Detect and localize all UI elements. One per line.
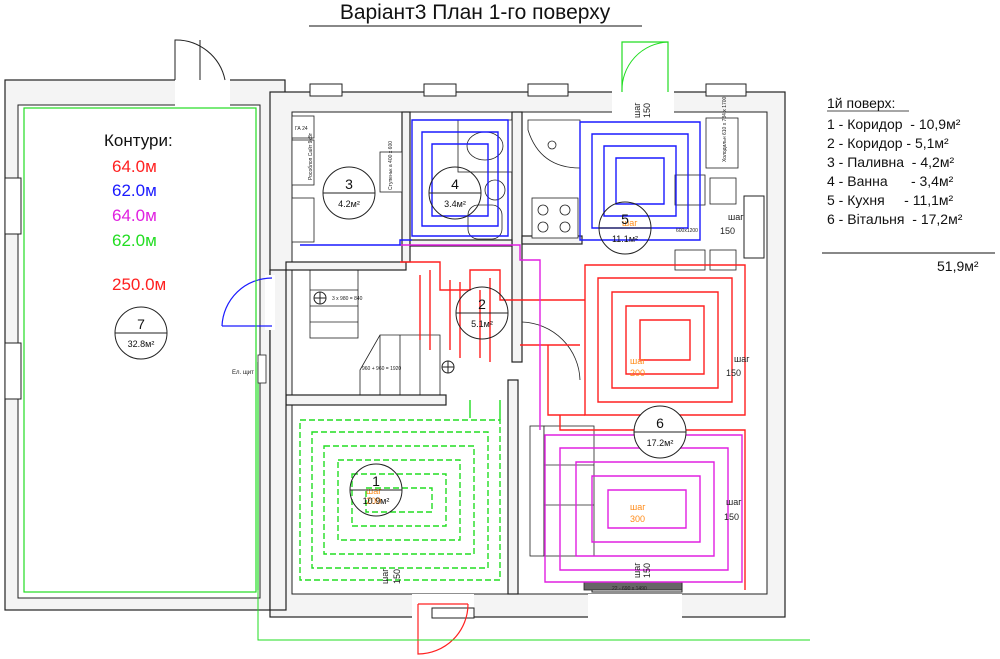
- step-label: шаг: [632, 562, 642, 578]
- green-heating-loop: [299, 400, 501, 581]
- summary-row: 3 - Паливна - 4,2м²: [827, 154, 954, 170]
- step-value: 200: [630, 368, 645, 378]
- step-value: 150: [720, 226, 735, 236]
- step-label: шаг: [630, 502, 646, 512]
- contour-green-value: 62.0м: [112, 231, 157, 250]
- bath-dims-label: 600x1200: [676, 228, 698, 234]
- room-area: 5.1м²: [471, 319, 493, 329]
- room-number: 3: [345, 176, 353, 192]
- step-label: шаг: [380, 568, 390, 584]
- contour-blue-value: 62.0м: [112, 181, 157, 200]
- summary-row: 6 - Вітальня - 17,2м²: [827, 211, 963, 227]
- contour-red-value: 64.0м: [112, 157, 157, 176]
- contour-total: 250.0м: [112, 275, 166, 294]
- room-area: 3.4м²: [444, 199, 466, 209]
- step-value: 150: [642, 103, 652, 118]
- room-marker-1: 1 10.9м²: [349, 463, 403, 517]
- step-label: шаг: [728, 212, 744, 222]
- contours-legend: Контури: 64.0м 62.0м 64.0м 62.0м 250.0м: [104, 131, 173, 294]
- plan-title: Варіант3 План 1-го поверху: [340, 1, 611, 24]
- summary-total: 51,9м²: [937, 258, 979, 274]
- step-value: 150: [726, 368, 741, 378]
- stair-dims-label: 3 x 980 = 840: [332, 296, 363, 302]
- summary-row: 4 - Ванна - 3,4м²: [827, 173, 954, 189]
- fridge-label: Холодильн 610 x 734 x 1700: [722, 96, 728, 162]
- step-labels: шаг 150 шаг 150 шаг 200 шаг 150 шаг 300 …: [366, 102, 750, 584]
- boiler-label: Рособлоп Сайт 9кВт: [307, 132, 314, 180]
- step-value: 150: [392, 569, 402, 584]
- step-value: 150: [724, 512, 739, 522]
- blue-heating-loop: [300, 119, 701, 246]
- room-marker-7: 7 32.8м²: [114, 306, 168, 360]
- step-label: шаг: [726, 497, 742, 507]
- step-label: шаг: [622, 218, 638, 228]
- el-shield-label: Ел. щит: [232, 370, 254, 376]
- summary-heading: 1й поверх:: [827, 95, 895, 111]
- boiler-stand-label: Ступеньк а 400 х 600: [388, 141, 394, 190]
- el-shield-box: [257, 354, 267, 384]
- step-value: 300: [630, 514, 645, 524]
- step-value: 150: [642, 563, 652, 578]
- room-marker-5: 5 11.1м²: [598, 201, 652, 255]
- room-marker-4: 4 3.4м²: [428, 166, 482, 220]
- step-label: шаг: [632, 102, 642, 118]
- room-area: 4.2м²: [338, 199, 360, 209]
- step-label: шаг: [630, 356, 646, 366]
- red-heating-loop: [400, 261, 746, 590]
- contour-magenta-value: 64.0м: [112, 206, 157, 225]
- terrace-outline: [23, 107, 257, 593]
- room-number: 7: [137, 316, 145, 332]
- step-value: 200: [366, 496, 381, 506]
- room-area: 11.1м²: [612, 234, 638, 244]
- contours-heading: Контури:: [104, 131, 173, 150]
- summary-row: 2 - Коридор - 5,1м²: [827, 135, 949, 151]
- room-area: 17.2м²: [647, 438, 674, 448]
- room-number: 6: [656, 415, 664, 431]
- room-marker-2: 2 5.1м²: [455, 286, 509, 340]
- room-area: 10.9м²: [363, 496, 390, 506]
- staircase: [309, 269, 441, 396]
- room-marker-3: 3 4.2м²: [322, 166, 376, 220]
- room-number: 1: [372, 473, 380, 489]
- room-number: 4: [451, 176, 459, 192]
- doors: [174, 39, 669, 655]
- room-number: 2: [478, 296, 486, 312]
- stair-dims-label: 960 + 960 = 1920: [362, 366, 401, 372]
- area-summary: 1й поверх: 1 - Коридор - 10,9м² 2 - Кори…: [822, 95, 995, 274]
- summary-row: 5 - Кухня - 11,1м²: [827, 192, 954, 208]
- ga-label: ГА 24: [295, 126, 308, 132]
- room-marker-6: 6 17.2м²: [633, 405, 687, 459]
- summary-row: 1 - Коридор - 10,9м²: [827, 116, 961, 132]
- step-label: шаг: [734, 354, 750, 364]
- window-dims-label: 22 - 690 x 1490: [612, 586, 647, 592]
- step-label: шаг: [366, 486, 382, 496]
- room-number: 5: [621, 211, 629, 227]
- room-area: 32.8м²: [128, 339, 155, 349]
